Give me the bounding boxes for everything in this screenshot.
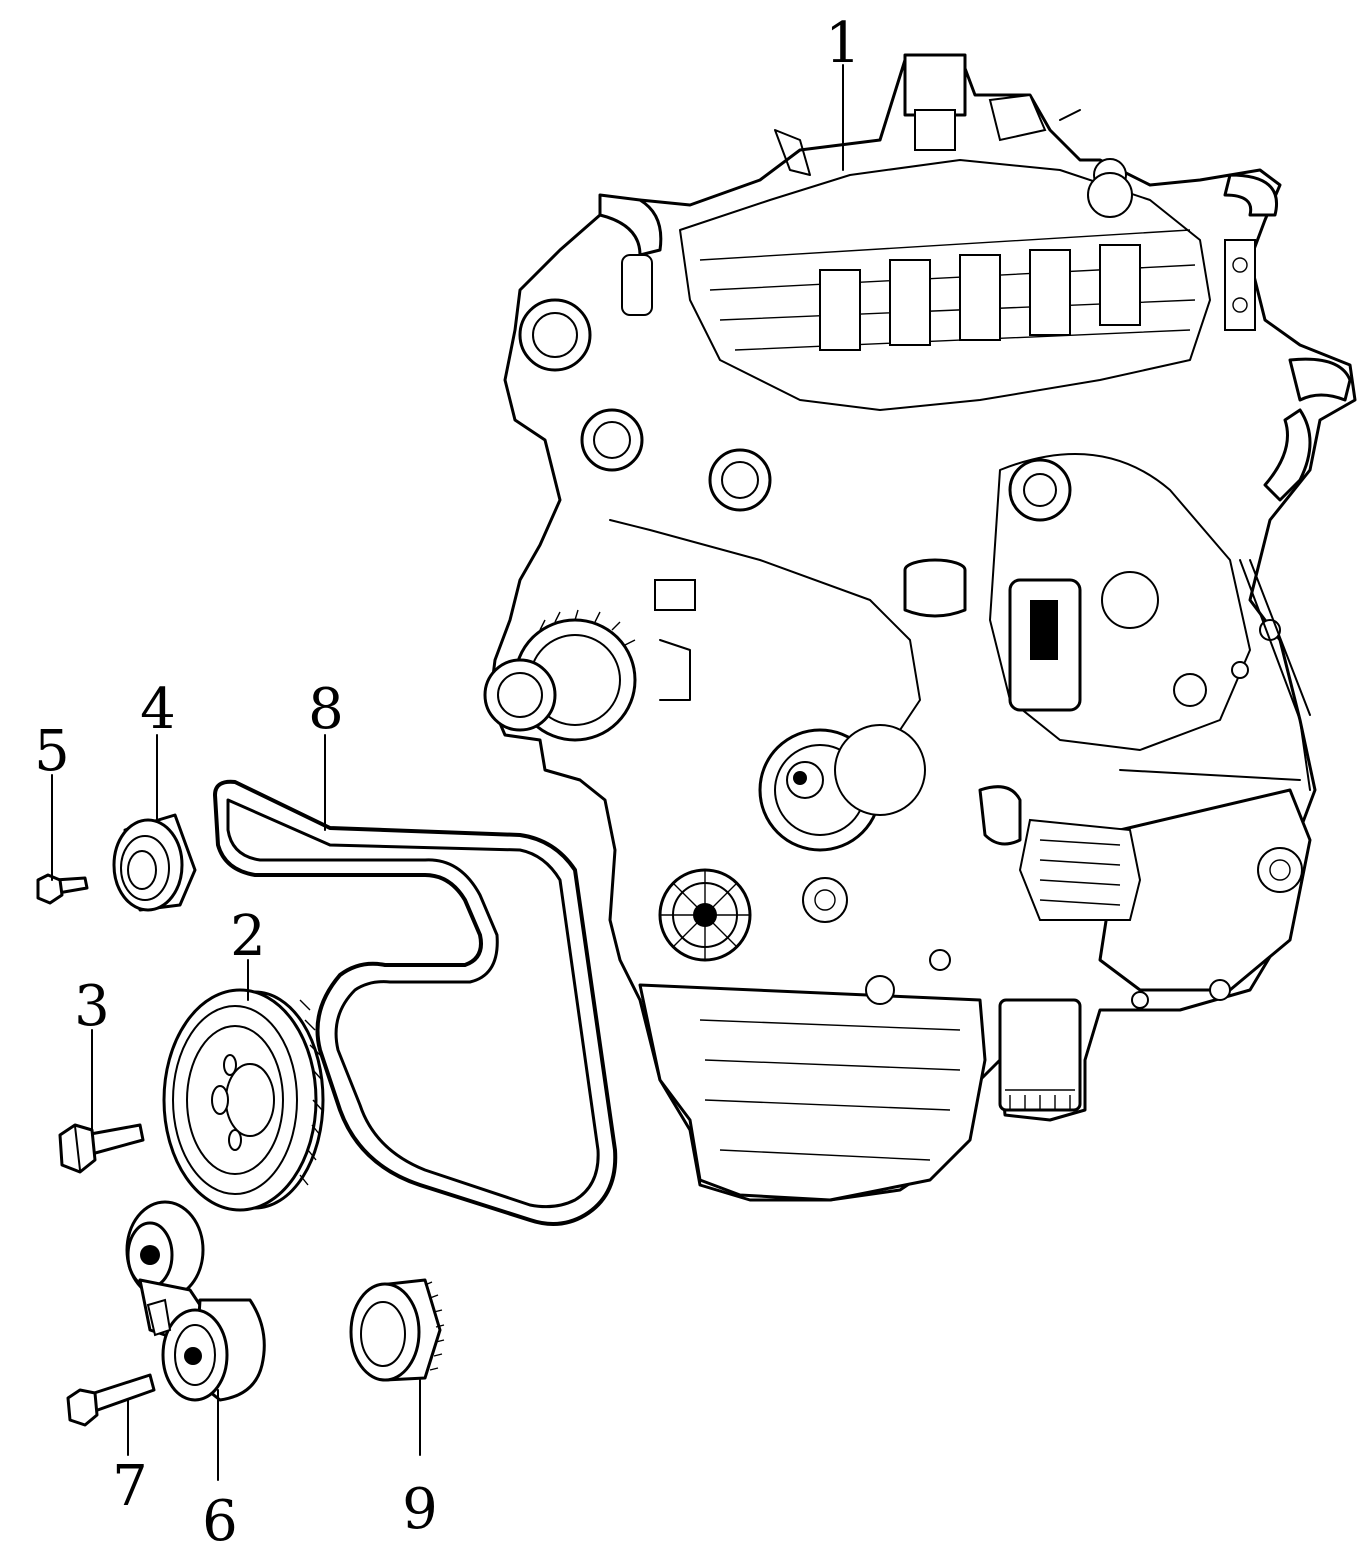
callout-5: 5 bbox=[34, 719, 70, 784]
callout-6: 6 bbox=[202, 1489, 238, 1554]
crankshaft-pulley-icon bbox=[162, 988, 325, 1212]
callout-2: 2 bbox=[230, 904, 266, 969]
pulley-bolt-icon bbox=[58, 1123, 145, 1174]
idler-bolt-icon bbox=[36, 873, 89, 905]
idler-pulley-icon bbox=[112, 813, 197, 912]
belt-tensioner-icon bbox=[125, 1200, 266, 1402]
toothed-pulley-icon bbox=[349, 1278, 445, 1382]
tensioner-bolt-icon bbox=[66, 1373, 156, 1427]
engine-assembly-icon bbox=[483, 53, 1357, 1202]
leader-lines bbox=[51, 64, 844, 1481]
callout-9: 9 bbox=[402, 1477, 438, 1542]
callout-4: 4 bbox=[140, 677, 176, 742]
callout-7: 7 bbox=[112, 1454, 148, 1519]
callout-3: 3 bbox=[74, 974, 110, 1039]
callout-1: 1 bbox=[825, 11, 861, 76]
callout-8: 8 bbox=[308, 677, 344, 742]
callout-numbers: 1 2 3 4 5 6 7 8 9 bbox=[34, 11, 861, 1554]
serpentine-belt-icon bbox=[213, 779, 618, 1226]
